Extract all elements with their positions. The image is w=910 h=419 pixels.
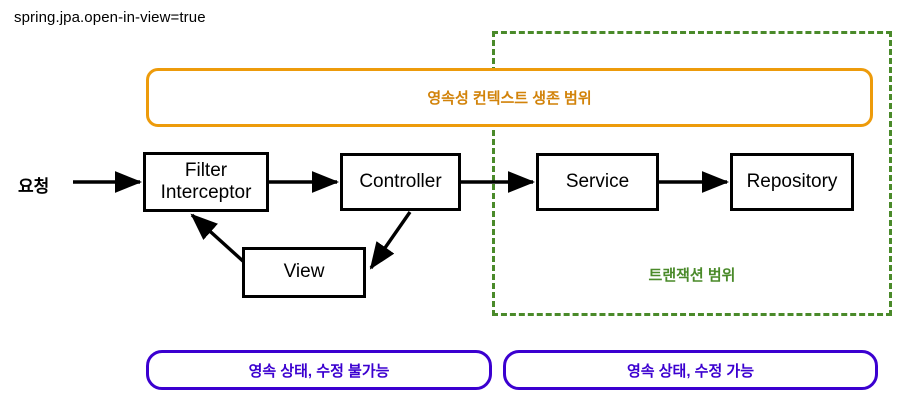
request-label: 요청: [18, 177, 50, 196]
node-controller[interactable]: Controller: [340, 153, 461, 211]
state-pill-writable: 영속 상태, 수정 가능: [503, 350, 878, 390]
state-pill-read-only: 영속 상태, 수정 불가능: [146, 350, 492, 390]
node-service[interactable]: Service: [536, 153, 659, 211]
persistence-context-scope-label: 영속성 컨텍스트 생존 범위: [427, 90, 592, 107]
page-title: spring.jpa.open-in-view=true: [14, 9, 206, 26]
node-view[interactable]: View: [242, 247, 366, 298]
arrow-controller-to-view: [369, 211, 412, 270]
node-filter-interceptor-label: Filter Interceptor: [161, 160, 252, 205]
transaction-scope-frame: [492, 31, 892, 316]
node-repository[interactable]: Repository: [730, 153, 854, 211]
node-filter-interceptor[interactable]: Filter Interceptor: [143, 152, 269, 212]
persistence-context-scope-frame: [146, 68, 873, 127]
arrow-view-to-filter: [190, 213, 246, 264]
transaction-scope-label: 트랜잭션 범위: [648, 267, 736, 284]
node-label-line2: Interceptor: [160, 182, 252, 203]
node-label-line1: Filter: [184, 159, 228, 181]
